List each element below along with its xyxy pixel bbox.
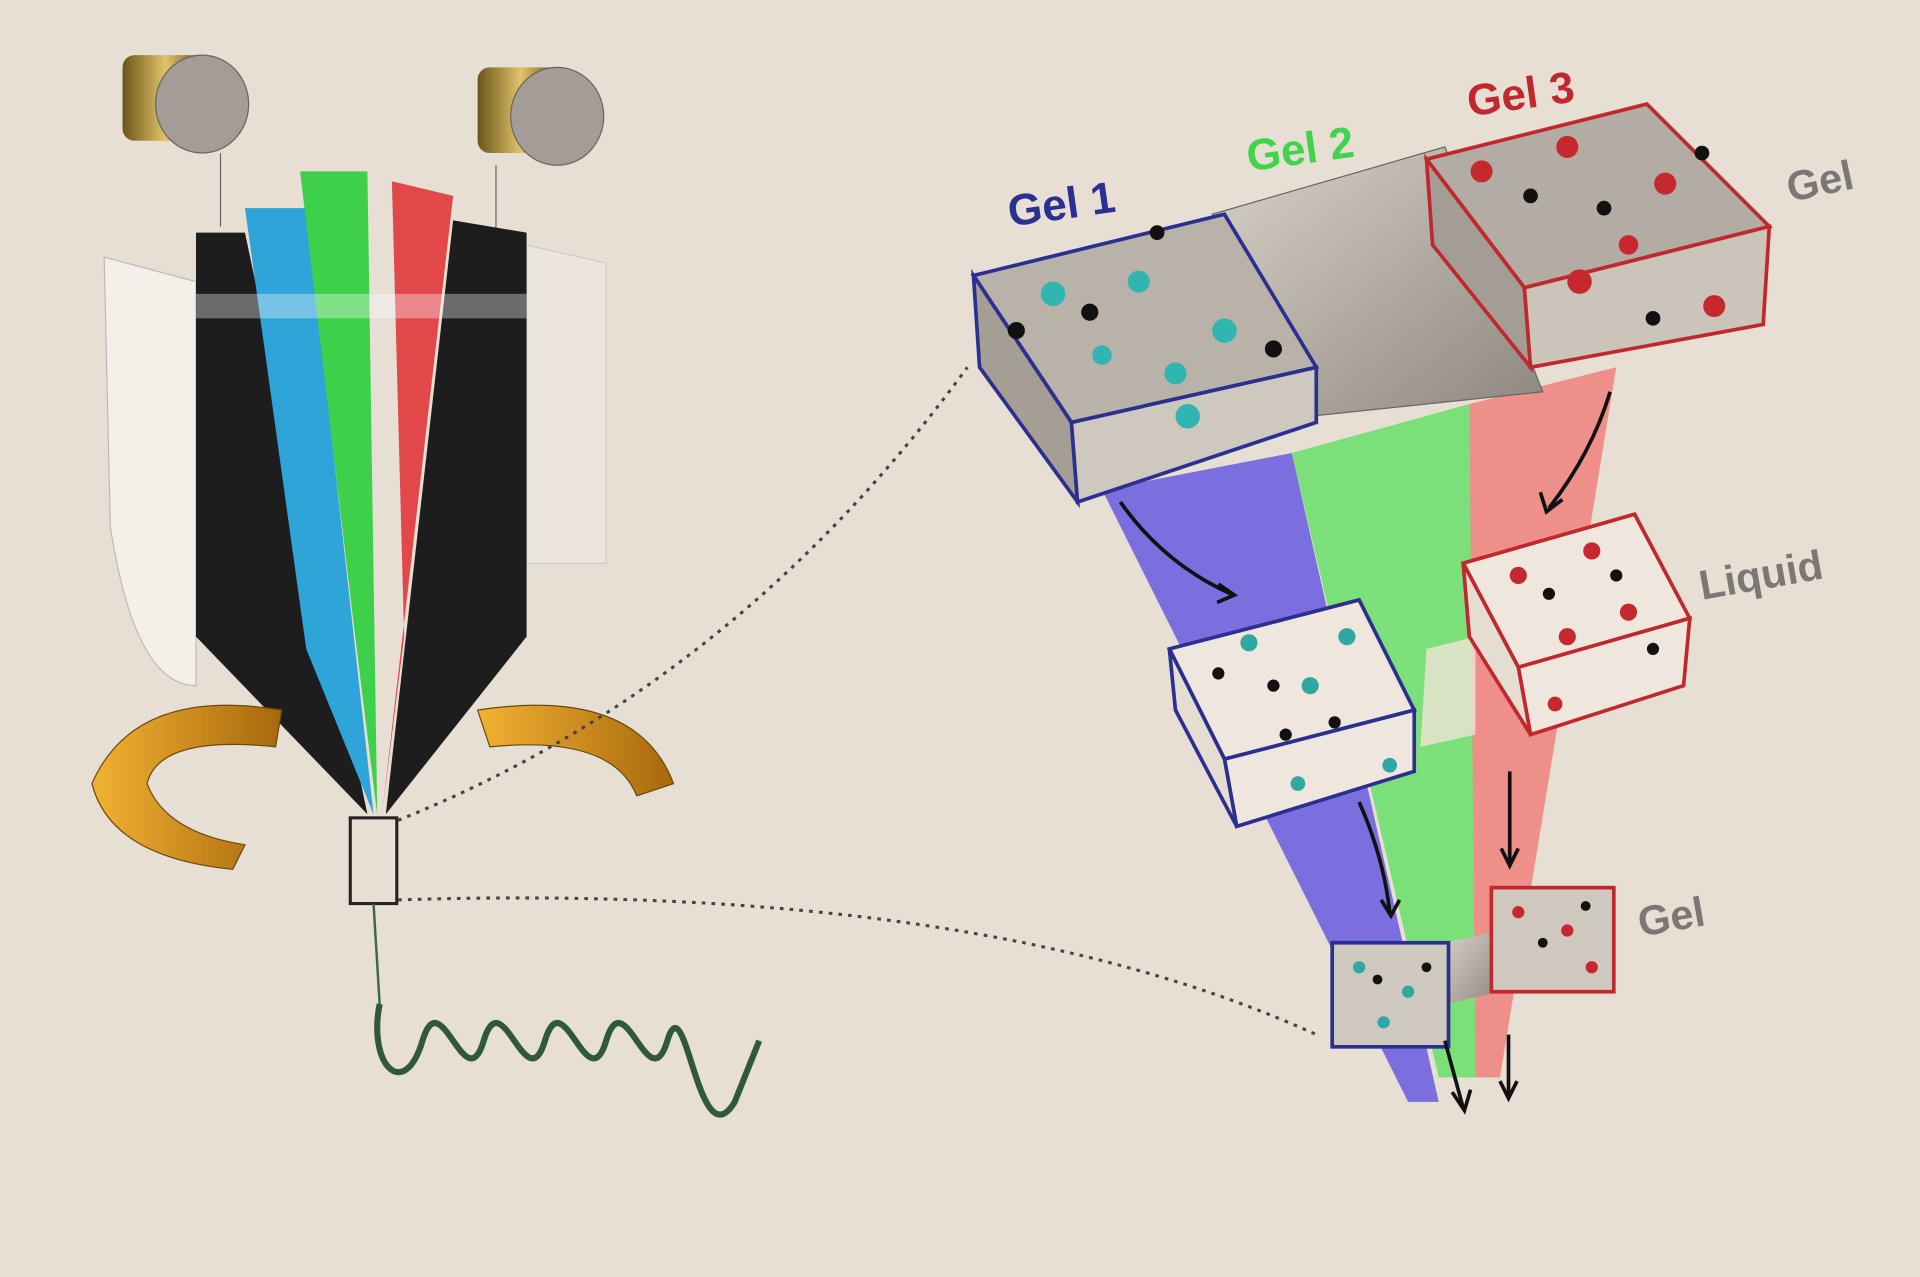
coiled-fiber [374,1003,763,1118]
gel1-block-small [1330,940,1451,1049]
gel2-label: Gel 2 [1244,118,1358,182]
gel3-block-large [1423,102,1773,374]
gel3-label: Gel 3 [1464,63,1578,127]
gel3-block-liquid [1460,512,1693,737]
spinning-device [91,54,763,1118]
state-label-liquid: Liquid [1695,541,1826,609]
flow-arrows [1118,391,1612,1115]
gel3-block-small [1489,885,1616,994]
zoom-connectors [397,366,1317,1036]
zoom-region-box [348,816,399,906]
state-label-gel-top: Gel [1782,151,1857,211]
ring-electrode-icon [91,704,675,870]
gel1-label: Gel 1 [1005,173,1119,237]
side-panel-left [103,256,197,687]
gel1-block-large [970,212,1320,509]
magnet-icon [122,54,250,227]
state-label-gel-bottom: Gel [1634,888,1708,946]
side-panel-right [525,244,607,564]
gel1-block-liquid [1166,597,1417,829]
magnet-icon [477,66,605,239]
nozzle-channels [196,171,527,815]
